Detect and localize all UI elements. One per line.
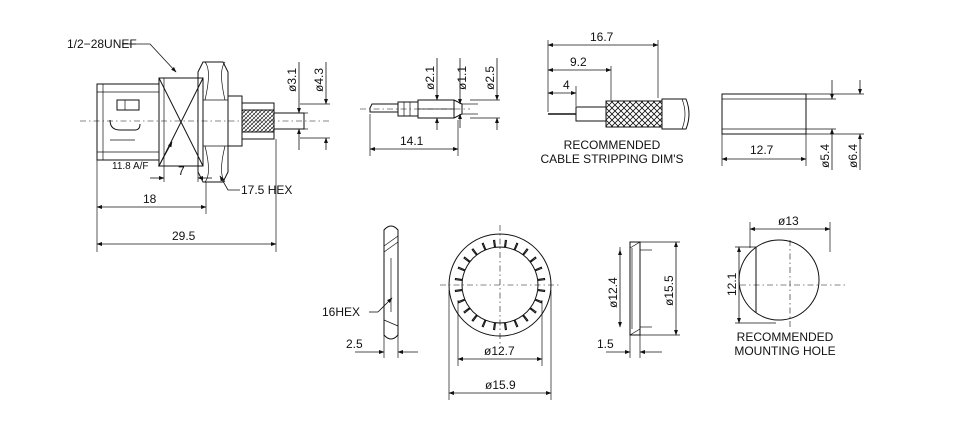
- ferrule-body: [721, 93, 807, 135]
- pin-dia-2-1-label: ø2.1: [423, 66, 437, 90]
- lockwasher-od-label: ø15.9: [485, 378, 516, 392]
- mounting-note-line2: MOUNTING HOLE: [734, 344, 835, 358]
- lockwasher-id-label: ø12.7: [484, 344, 515, 358]
- mounting-hole-view: ø13 12.1 RECOMMENDED MOUNTING HOLE: [725, 214, 848, 358]
- hex-label: 17.5 HEX: [241, 183, 292, 197]
- pin-dia-1-1-label: ø1.1: [455, 66, 469, 90]
- washer-side: [629, 241, 641, 336]
- contact-pin-view: ø2.1 ø1.1 ø2.5 14.1: [360, 58, 500, 156]
- strip-4-label: 4: [563, 78, 570, 92]
- ferrule-dia-5-4-label: ø5.4: [818, 144, 832, 168]
- thread-label: 1/2−28UNEF: [67, 37, 137, 51]
- bayonet-pin: [116, 99, 140, 111]
- mounting-note-line1: RECOMMENDED: [737, 330, 834, 344]
- crimp-ferrule-view: 12.7 ø5.4 ø6.4: [721, 80, 864, 170]
- hole-outline: [738, 239, 820, 321]
- dielectric: [575, 106, 607, 122]
- af-label: 11.8 A/F: [112, 161, 149, 172]
- nut-hex-label: 16HEX: [322, 305, 360, 319]
- cable-jacket: [661, 98, 690, 130]
- hex-nut-view: 2.5 16HEX: [322, 225, 418, 358]
- dia-3-1-label: ø3.1: [285, 68, 299, 92]
- washer-od-label: ø15.5: [662, 275, 676, 306]
- strip-9-2-label: 9.2: [570, 55, 587, 69]
- washer-teeth: [454, 239, 546, 331]
- bnc-connector-view: 1/2−28UNEF ø3.1 ø4.3 11.8 A/F 7 17.5 HEX…: [67, 37, 330, 252]
- connector-front-body: [96, 83, 160, 161]
- dim-7-label: 7: [178, 164, 185, 178]
- flat-washer-view: ø12.4 ø15.5 1.5: [597, 241, 680, 358]
- stripping-note-line1: RECOMMENDED: [564, 138, 661, 152]
- ferrule-length-label: 12.7: [750, 143, 774, 157]
- hole-flat-label: 12.1: [725, 272, 739, 296]
- stripping-note-line2: CABLE STRIPPING DIM'S: [541, 152, 684, 166]
- dia-4-3-label: ø4.3: [312, 68, 326, 92]
- washer-thickness-label: 1.5: [597, 337, 614, 351]
- dim-29-5-label: 29.5: [172, 229, 196, 243]
- pin-length-label: 14.1: [400, 134, 424, 148]
- nut-thickness-label: 2.5: [346, 337, 363, 351]
- braid: [605, 100, 663, 128]
- lock-washer-view: ø12.7 ø15.9: [440, 225, 560, 400]
- dim-18-label: 18: [143, 192, 157, 206]
- strip-16-7-label: 16.7: [590, 30, 614, 44]
- pin-dia-2-5-label: ø2.5: [483, 66, 497, 90]
- hole-dia-label: ø13: [778, 214, 799, 228]
- washer-id-label: ø12.4: [606, 277, 620, 308]
- ferrule-dia-6-4-label: ø6.4: [846, 144, 860, 168]
- cable-stripping-view: 16.7 9.2 4 RECOMMENDED CABLE STRIPPING D…: [541, 30, 690, 166]
